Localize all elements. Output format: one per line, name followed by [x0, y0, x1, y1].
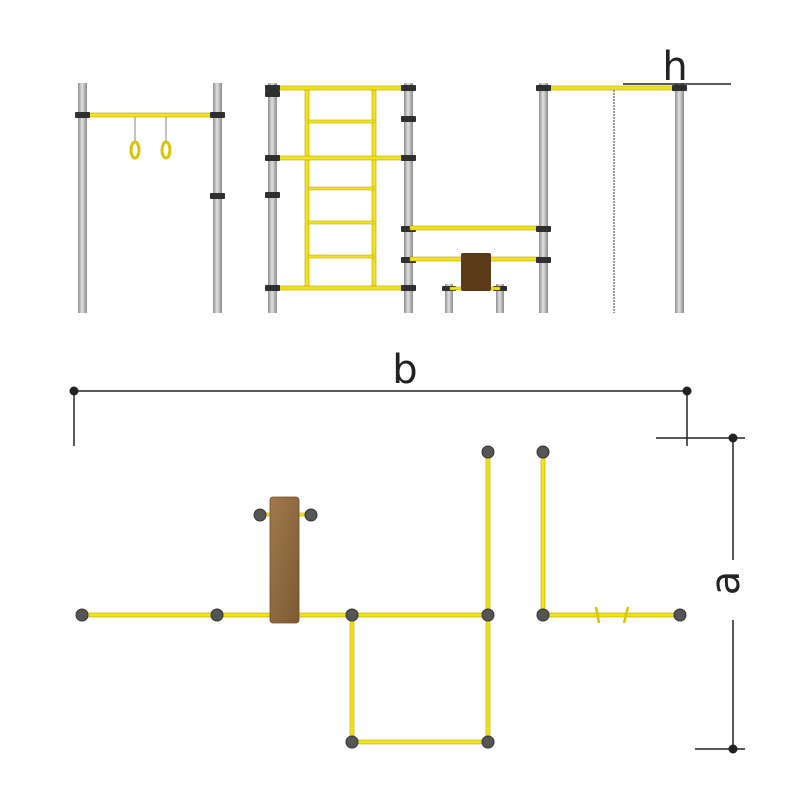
ladder-rung: [307, 220, 375, 225]
clamp: [265, 285, 280, 291]
bench-leg-post: [445, 284, 453, 313]
plan-bar: [542, 612, 680, 618]
ladder-rung: [307, 254, 375, 259]
clamp: [210, 112, 225, 118]
plan-ring: [594, 606, 601, 624]
width-label: b: [392, 347, 417, 393]
clamp: [265, 91, 280, 97]
post-cap: [673, 608, 687, 622]
plan-view: [75, 445, 687, 749]
ladder-rung: [307, 186, 375, 191]
front-elevation: h: [75, 44, 731, 313]
plan-bar: [351, 739, 489, 745]
crossbar: [83, 112, 218, 118]
post-cap: [345, 608, 359, 622]
post: [539, 83, 548, 313]
post-cap: [345, 735, 359, 749]
bench-leg-post: [496, 284, 504, 313]
rings-frame: [75, 83, 225, 313]
plan-post-caps: [75, 445, 687, 749]
post-cap: [536, 445, 550, 459]
post-cap: [304, 508, 318, 522]
post-cap: [536, 608, 550, 622]
clamp: [210, 193, 225, 199]
plan-bars: [80, 451, 680, 745]
post-cap: [481, 445, 495, 459]
plan-bench-board: [269, 496, 300, 624]
height-label: h: [662, 44, 687, 90]
plan-bar: [540, 451, 546, 616]
clamp: [401, 155, 416, 161]
plan-bar: [349, 614, 355, 743]
bench-board: [461, 253, 491, 291]
post-cap: [210, 608, 224, 622]
post: [404, 83, 413, 313]
post-cap: [75, 608, 89, 622]
gymnastic-ring: [160, 140, 172, 160]
width-dimension: b: [69, 347, 692, 446]
rope-frame: [536, 83, 687, 313]
height-dimension: h: [623, 44, 731, 90]
ladder-rung: [307, 119, 375, 124]
clamp: [401, 285, 416, 291]
dimension-endpoint: [682, 386, 692, 396]
dimension-endpoint: [728, 433, 738, 443]
gymnastic-ring: [129, 140, 141, 160]
plan-ring: [622, 606, 630, 624]
clamp: [401, 116, 416, 122]
clamp: [536, 257, 551, 263]
post: [78, 83, 87, 313]
depth-label-backdrop: [706, 560, 746, 620]
clamp: [265, 155, 280, 161]
clamp: [672, 85, 687, 91]
plan-bar: [485, 614, 491, 743]
clamp: [265, 85, 280, 91]
post-cap: [253, 508, 267, 522]
clamp: [536, 226, 551, 232]
dimension-endpoint: [69, 386, 79, 396]
mid-bar: [272, 155, 410, 161]
bottom-bar: [272, 285, 410, 291]
clamp: [536, 85, 551, 91]
crossbar: [544, 85, 680, 91]
connecting-bar: [409, 225, 545, 231]
depth-label: a: [703, 571, 749, 596]
clamp: [75, 112, 90, 118]
post: [675, 83, 684, 313]
wall-bars-unit: [265, 83, 545, 313]
plan-bar: [485, 451, 491, 616]
clamp: [401, 85, 416, 91]
depth-dimension: a: [656, 433, 749, 754]
post-cap: [481, 735, 495, 749]
dimension-endpoint: [728, 744, 738, 754]
post-cap: [481, 608, 495, 622]
clamp: [265, 192, 280, 198]
top-bar: [272, 85, 410, 91]
